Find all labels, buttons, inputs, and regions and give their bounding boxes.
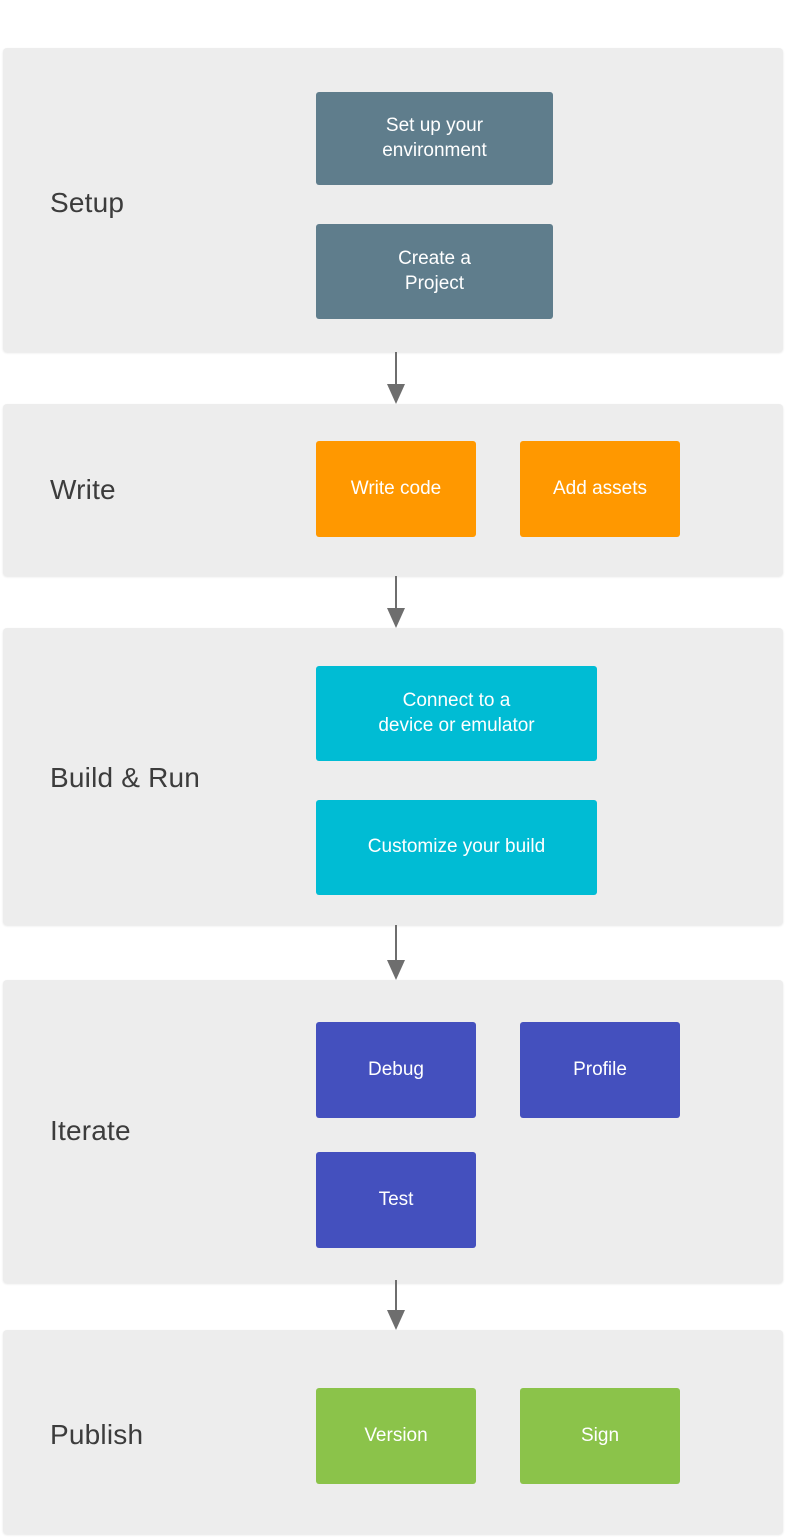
stage-label-publish: Publish bbox=[50, 1419, 144, 1450]
stage-label-write: Write bbox=[50, 474, 116, 505]
card-profile[interactable]: Profile bbox=[520, 1022, 680, 1118]
arrow-build-to-iterate bbox=[383, 925, 409, 980]
card-customize-your-build[interactable]: Customize your build bbox=[316, 800, 597, 895]
card-test[interactable]: Test bbox=[316, 1152, 476, 1248]
card-set-up-your-environment[interactable]: Set up your environment bbox=[316, 92, 553, 185]
card-debug[interactable]: Debug bbox=[316, 1022, 476, 1118]
arrow-iterate-to-publish bbox=[383, 1280, 409, 1330]
arrow-setup-to-write bbox=[383, 352, 409, 404]
stage-label-iterate: Iterate bbox=[50, 1115, 131, 1146]
card-sign[interactable]: Sign bbox=[520, 1388, 680, 1484]
card-create-a-project[interactable]: Create a Project bbox=[316, 224, 553, 319]
card-add-assets[interactable]: Add assets bbox=[520, 441, 680, 537]
card-write-code[interactable]: Write code bbox=[316, 441, 476, 537]
stage-label-build-and-run: Build & Run bbox=[50, 762, 201, 793]
card-connect-to-a-device-or-emulator[interactable]: Connect to a device or emulator bbox=[316, 666, 597, 761]
stage-label-setup: Setup bbox=[50, 187, 125, 218]
arrow-write-to-build bbox=[383, 576, 409, 628]
card-version[interactable]: Version bbox=[316, 1388, 476, 1484]
